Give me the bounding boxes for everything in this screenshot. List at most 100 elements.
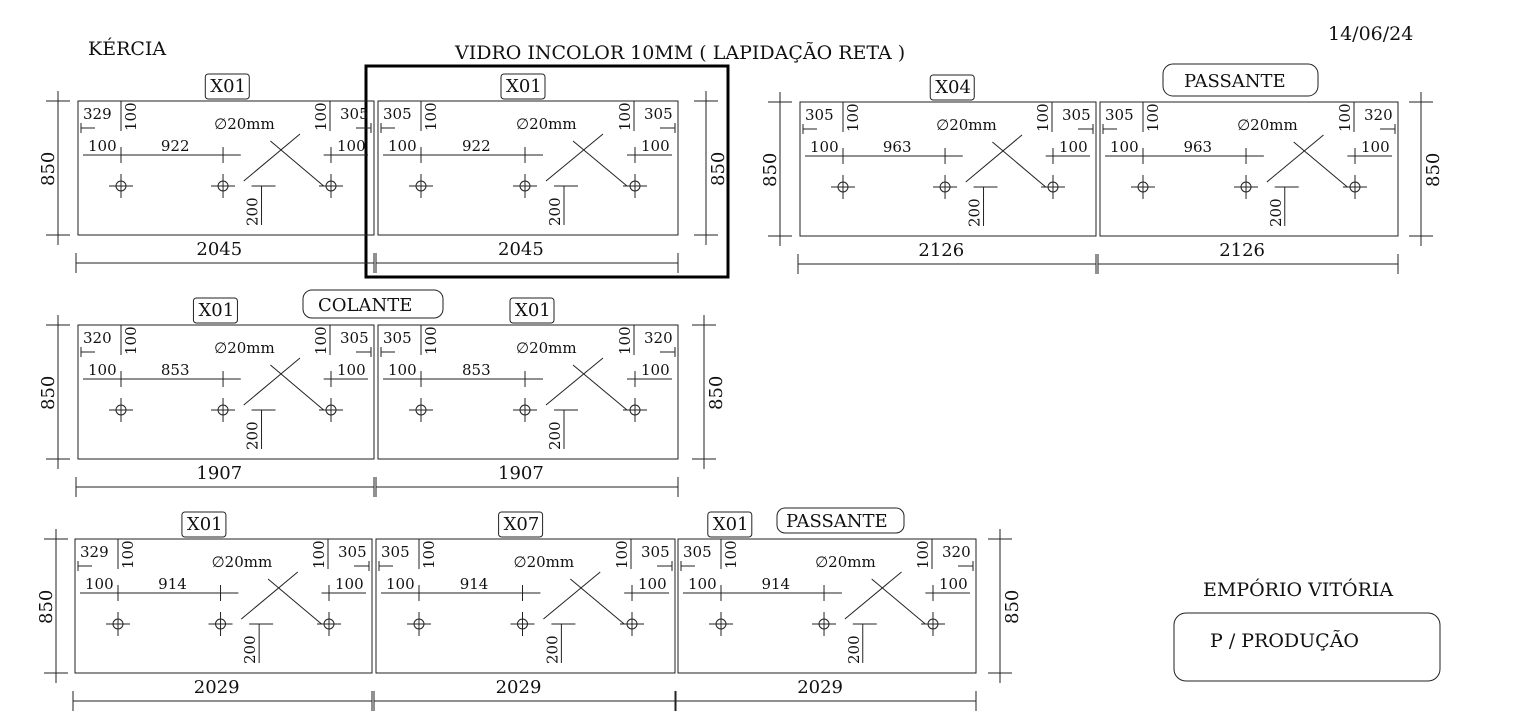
cross-line-b: [871, 578, 926, 625]
cross-line-a: [243, 133, 301, 182]
panel-tag-box: [181, 511, 227, 538]
cross-line-a: [241, 571, 299, 620]
hole-diameter-label: ∅20mm: [1237, 116, 1298, 134]
panel-width: 2126: [1219, 240, 1265, 261]
cross-line-b: [992, 141, 1047, 188]
panel-width: 2029: [496, 677, 542, 698]
note-passante-2: PASSANTE: [786, 511, 888, 532]
panel-tag: X01: [506, 76, 542, 97]
left-vertical-offset: 100: [1144, 103, 1162, 132]
hole-spacing: 922: [161, 137, 190, 155]
panel-tag: X04: [935, 77, 971, 98]
panel-width: 1907: [196, 463, 242, 484]
hole-spacing: 963: [1183, 138, 1212, 156]
panel-tag: X01: [515, 300, 551, 321]
height-dim-g0-left: 850: [38, 91, 70, 245]
left-edge-offset: 100: [388, 137, 417, 155]
panel-height: 850: [38, 152, 59, 186]
cross-line-b: [570, 578, 625, 625]
panel-outline: [799, 101, 1097, 237]
panel-tag: X01: [210, 76, 246, 97]
panel-tag-box: [509, 297, 555, 324]
left-edge-offset: 100: [1110, 138, 1139, 156]
cross-line-a: [844, 571, 902, 620]
right-top-offset: 320: [942, 543, 971, 561]
right-top-offset: 305: [1062, 106, 1091, 124]
hole-spacing: 963: [883, 138, 912, 156]
panel-tag: X01: [198, 300, 234, 321]
panel-outline: [1099, 101, 1399, 237]
left-vertical-offset: 100: [422, 326, 440, 355]
left-edge-offset: 100: [85, 575, 114, 593]
left-top-offset: 320: [83, 329, 112, 347]
left-vertical-offset: 100: [122, 102, 140, 131]
panel-outline: [375, 538, 676, 674]
panel-outline: [677, 538, 977, 674]
right-edge-offset: 100: [641, 137, 670, 155]
production-note-box: [1173, 612, 1441, 682]
left-vertical-offset: 100: [422, 102, 440, 131]
left-top-offset: 305: [683, 543, 712, 561]
height-dim-g3-right: 850: [988, 529, 1023, 683]
right-edge-offset: 100: [337, 361, 366, 379]
note-passante-1: PASSANTE: [1184, 71, 1286, 92]
note-colante-box: [302, 289, 444, 319]
panel-outline: [377, 324, 679, 460]
panel-outline: [77, 324, 375, 460]
hole-diameter-label: ∅20mm: [516, 339, 577, 357]
right-vertical-offset: 100: [616, 326, 634, 355]
hole-spacing: 853: [462, 361, 491, 379]
hole-spacing: 853: [161, 361, 190, 379]
slot-offset: 200: [241, 635, 259, 664]
right-edge-offset: 100: [641, 361, 670, 379]
right-vertical-offset: 100: [310, 540, 328, 569]
panel-tag-box: [707, 511, 753, 538]
panel-height: 850: [1423, 153, 1444, 187]
slot-offset: 200: [546, 421, 564, 450]
panel-tag: X07: [504, 514, 540, 535]
slot-offset: 200: [966, 198, 984, 227]
right-vertical-offset: 100: [1034, 103, 1052, 132]
hole-diameter-label: ∅20mm: [936, 116, 997, 134]
left-edge-offset: 100: [386, 575, 415, 593]
slot-offset: 200: [244, 197, 262, 226]
panel-width: 1907: [498, 463, 544, 484]
cross-line-b: [270, 140, 325, 187]
hole-diameter-label: ∅20mm: [212, 553, 273, 571]
material-title: VIDRO INCOLOR 10MM ( LAPIDAÇÃO RETA ): [454, 42, 905, 64]
left-edge-offset: 100: [388, 361, 417, 379]
panel-height: 850: [706, 376, 727, 410]
right-vertical-offset: 100: [616, 102, 634, 131]
cross-line-a: [543, 571, 601, 620]
right-vertical-offset: 100: [613, 540, 631, 569]
right-top-offset: 305: [641, 543, 670, 561]
panel-tag-box: [498, 511, 544, 538]
height-dim-g1-right: 850: [1409, 92, 1444, 246]
client-name: KÉRCIA: [88, 37, 166, 60]
right-top-offset: 320: [644, 329, 673, 347]
note-passante-box-1: [1162, 63, 1319, 97]
panel-width: 2045: [196, 239, 242, 260]
cross-line-a: [545, 133, 604, 182]
panel-outline: [377, 100, 679, 236]
right-edge-offset: 100: [1059, 138, 1088, 156]
production-note: P / PRODUÇÃO: [1210, 630, 1359, 652]
right-top-offset: 305: [644, 105, 673, 123]
company-name: EMPÓRIO VITÓRIA: [1203, 578, 1393, 601]
left-top-offset: 305: [383, 105, 412, 123]
hole-spacing: 922: [462, 137, 491, 155]
slot-offset: 200: [1267, 198, 1285, 227]
selection-highlight-box: [364, 64, 730, 279]
panel-tag-box: [500, 73, 546, 100]
left-vertical-offset: 100: [844, 103, 862, 132]
left-vertical-offset: 100: [122, 326, 140, 355]
panel-tag-box: [192, 297, 238, 324]
right-edge-offset: 100: [939, 575, 968, 593]
